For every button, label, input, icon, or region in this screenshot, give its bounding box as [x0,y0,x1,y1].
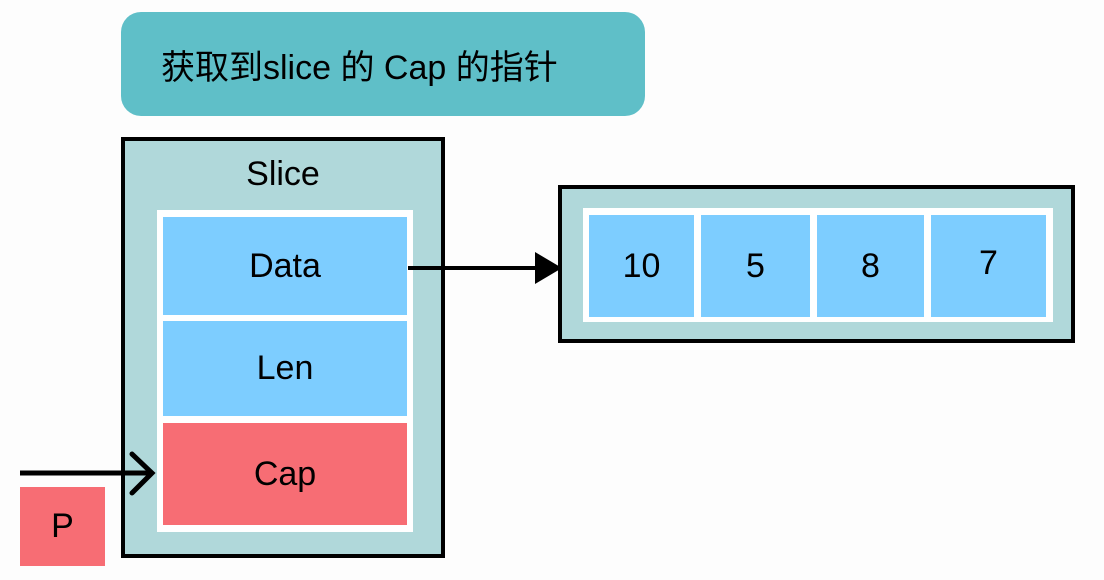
array-element: 8 [817,215,924,317]
field-len: Len [163,321,407,416]
pointer-p: P [20,487,105,566]
pointer-to-cap-arrow [20,451,156,496]
caption-text: 获取到slice 的 Cap 的指针 [161,48,558,87]
slice-label: Slice [246,155,320,193]
caption-box: 获取到slice 的 Cap 的指针 [121,12,645,116]
data-to-array-arrow [408,252,562,284]
array-element: 7 [931,215,1046,317]
array-element: 5 [701,215,810,317]
array-element: 10 [589,215,694,317]
field-data: Data [163,217,407,315]
field-cap: Cap [163,423,407,525]
